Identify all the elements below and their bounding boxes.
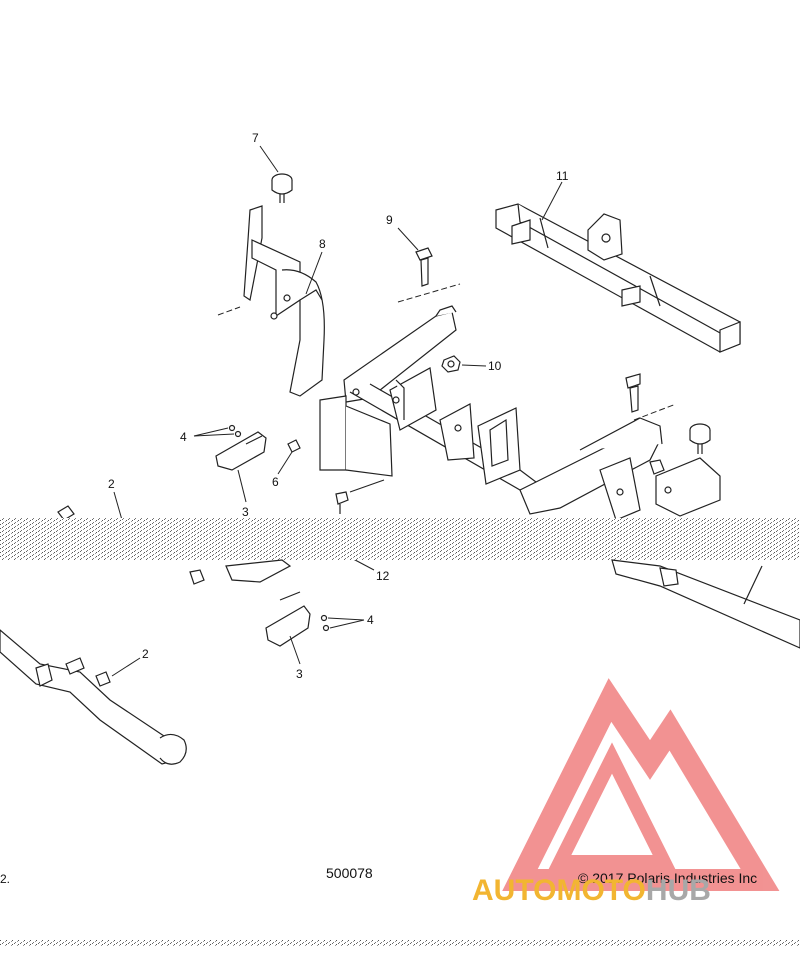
callout-11: 11 [556,169,569,183]
centerline-8 [217,306,241,316]
leader-4-upper-a [193,427,229,437]
centerline-9 [397,283,461,303]
bolt-9 [415,247,433,287]
callout-10: 10 [488,359,502,373]
seat-belt-bracket-8 [243,205,325,397]
cross-tube-11 [495,203,741,353]
callout-2-upper: 2 [108,477,115,491]
callout-7: 7 [252,131,259,145]
clip-left-upper [57,505,75,521]
watermark-auto: AUTO [472,874,557,907]
leader-6b [349,479,385,493]
leader-3-lower [289,635,301,665]
main-frame-12 [319,305,721,521]
mount-bracket-3-lower [265,591,330,647]
knob-bolt-7 [271,173,293,203]
lower-bracket-center [189,559,292,585]
copyright-notice: © 2017 Polaris Industries Inc [578,870,758,886]
centerline-right-bolt [633,403,677,421]
callout-2-lower: 2 [142,647,149,661]
callout-4-upper: 4 [180,430,187,444]
leader-4-lower-b [329,619,365,629]
leader-10 [461,364,487,367]
callout-3-lower: 3 [296,667,303,681]
right-rail-tube [611,559,800,649]
diagram-part-number: 500078 [326,865,373,881]
callout-3-upper: 3 [242,505,249,519]
callout-4-lower: 4 [367,613,374,627]
bolt-6 [287,439,349,514]
watermark-text: AUTOMOTOHUB [472,874,711,908]
scan-noise-band [0,518,800,560]
left-rail-tube [0,629,187,765]
callout-9: 9 [386,213,393,227]
leader-8 [305,251,323,295]
leader-2-lower [111,657,141,677]
leader-9 [397,227,419,251]
leader-4-upper-b [193,433,235,437]
leader-6 [277,451,293,475]
watermark-logo [502,678,780,891]
leader-3-upper [237,469,247,503]
leader-7 [259,145,279,173]
knob-bolt-right [625,373,711,475]
callout-8: 8 [319,237,326,251]
nut-10 [441,355,461,373]
mount-bracket-3-upper [215,424,267,471]
leader-2-upper [113,491,123,521]
truncated-left-text: 2. [0,872,11,886]
leader-4-lower-a [327,617,365,621]
callout-6: 6 [272,475,279,489]
callout-12: 12 [376,569,390,583]
watermark-hub: HUB [645,874,711,907]
leader-11 [541,181,563,221]
watermark-moto: MOTO [556,874,646,907]
bottom-scan-edge [0,940,800,946]
